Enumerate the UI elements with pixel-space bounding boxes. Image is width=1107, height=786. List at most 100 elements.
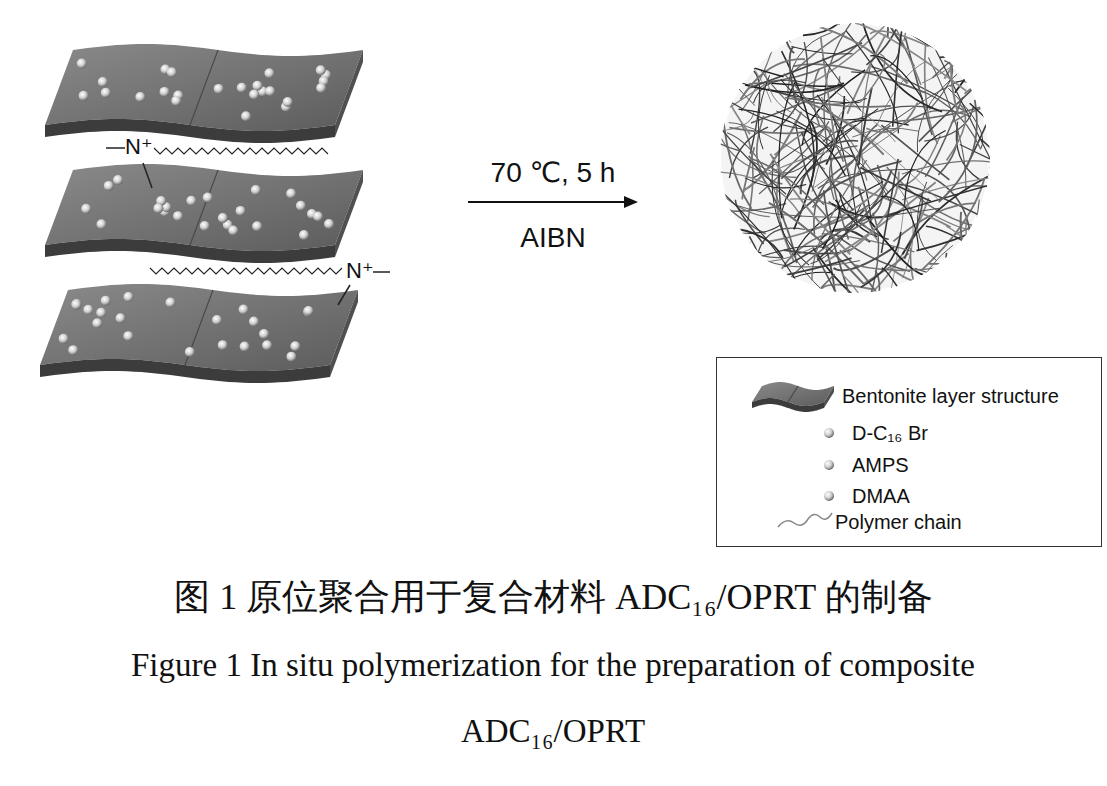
polymer-ball [622,0,1094,420]
monomer-dot [59,334,69,344]
polymer-strand [951,4,961,115]
polymer-strand [923,179,985,269]
layer-top [45,164,363,251]
monomer-dot [123,292,133,302]
bond [338,285,350,305]
layer-fold [190,50,218,125]
polymer-strand [917,182,936,260]
polymer-strand [794,161,901,218]
monomer-dot [290,341,300,351]
layer-edge [40,359,330,383]
monomer-dot [153,203,163,213]
reaction-arrow [468,196,638,208]
polymer-strand [939,100,977,202]
polymer-strand [744,151,831,192]
legend-chain [778,513,832,527]
polymer-strand [882,268,918,319]
polymer-strand [904,0,915,41]
monomer-dot [252,81,262,91]
monomer-dot [92,318,102,328]
condition-label: 70 ℃, 5 h [491,156,616,190]
polymer-strand [702,104,786,194]
polymer-strand [870,56,922,99]
monomer-dot [71,300,81,310]
legend-dot [824,428,834,438]
polymer-strand [784,210,864,267]
polymer-strand [769,203,864,284]
monomer-dot [104,181,114,191]
polymer-strand [933,43,994,165]
monomer-dot [265,86,275,96]
polymer-strand [675,86,739,151]
polymer-strand [951,105,1003,123]
polymer-strand [752,159,832,223]
monomer-dot [296,201,306,211]
polymer-strand [702,226,783,258]
bond [373,271,390,273]
polymer-strand [739,109,846,176]
polymer-strand [965,34,1059,94]
polymer-strand [759,274,835,371]
polymer-strand [936,45,1039,66]
monomer-dot [313,211,323,221]
monomer-dot [135,92,145,102]
polymer-strand [979,138,1056,247]
polymer-strand [876,208,939,217]
layer-side [330,290,358,377]
monomer-dot [262,340,272,350]
polymer-strand [708,225,780,233]
monomer-dot [286,189,296,199]
monomer-dot [214,84,224,94]
polymer-strand [702,178,722,274]
legend-text: Bentonite layer structure [842,384,1059,408]
monomer-dot [283,97,293,107]
bentonite-layers [40,44,363,383]
monomer-dot [167,67,177,77]
layer-edge [45,119,335,143]
legend-text: AMPS [852,453,909,477]
monomer-dot [186,196,196,206]
monomer-dot [101,296,111,306]
polymer-strand [749,236,765,322]
polymer-strand [944,0,1022,79]
monomer-dot [264,68,274,78]
polymer-strand [946,226,978,285]
polymer-strand [933,0,1024,43]
polymer-strand [745,178,806,188]
bond [106,147,125,149]
polymer-strand [785,98,891,107]
layer-side [824,386,834,408]
monomer-dot [171,96,181,106]
polymer-strand [676,117,731,223]
polymer-strand [849,0,915,66]
monomer-dot [81,204,91,214]
layer-side [335,170,363,257]
monomer-dot [299,230,309,240]
polymer-strand [701,20,750,134]
polymer-strand [966,215,983,288]
legend-text: DMAA [852,484,910,508]
polymer-strand [968,200,979,295]
monomer-dot [236,206,246,216]
monomer-dot [98,77,108,87]
monomer-dot [203,193,213,203]
polymer-strand [970,103,1035,195]
ammonium-label: N⁺ [346,258,374,284]
polymer-strand [771,0,840,25]
polymer-strand [784,74,843,162]
layer-edge [45,239,335,263]
monomer-dot [303,306,313,316]
layer-fold [190,170,218,245]
polymer-strand [684,230,737,232]
monomer-dot [79,91,89,101]
layer-top [40,284,358,371]
monomer-dot [239,305,249,315]
monomer-dot [218,340,228,350]
monomer-dot [218,213,228,223]
polymer-strand [790,46,797,103]
monomer-dot [165,298,175,308]
monomer-dot [249,317,259,327]
polymer-strand [903,177,988,255]
polymer-strand [917,74,957,152]
monomer-dot [241,111,251,121]
